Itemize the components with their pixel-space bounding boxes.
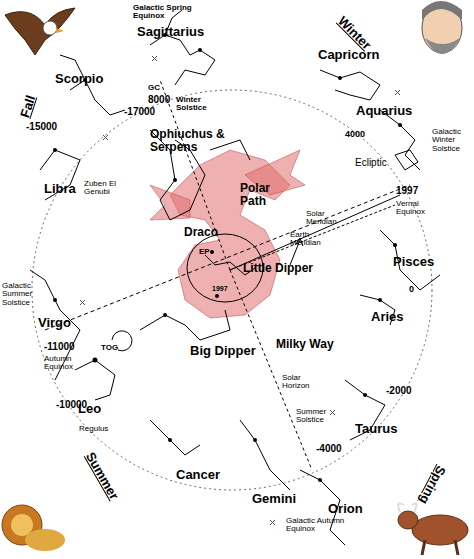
chart-label: Galactic Spring Equinox xyxy=(133,4,195,21)
reference-lines xyxy=(45,80,410,470)
chart-label: Cancer xyxy=(176,468,220,482)
chart-label: Fall xyxy=(18,94,38,120)
chart-label: Sagittarius xyxy=(137,25,204,39)
chart-label: -11000 xyxy=(44,342,75,353)
chart-label: 1997 xyxy=(396,186,418,197)
chart-label: TOG xyxy=(101,344,118,352)
chart-label: -17000 xyxy=(124,107,155,118)
chart-label: Vernal Equinox xyxy=(396,200,446,217)
chart-label: Summer Solstice xyxy=(296,408,346,425)
dragon-figure xyxy=(150,150,305,318)
star-dots xyxy=(53,33,402,482)
chart-label: Draco xyxy=(184,226,218,239)
chart-label: Regulus xyxy=(79,425,108,433)
chart-label: 8000 xyxy=(148,95,170,106)
chart-label: Orion xyxy=(328,502,363,516)
chart-label: EP xyxy=(199,248,210,256)
chart-label: Solar Meridian xyxy=(306,210,348,227)
chart-label: GC xyxy=(148,84,160,92)
chart-label: Taurus xyxy=(355,422,397,436)
eagle-illustration xyxy=(5,8,75,55)
tick-marks xyxy=(80,56,400,525)
chart-label: Milky Way xyxy=(276,338,334,351)
chart-label: Winter xyxy=(335,14,373,52)
chart-label: Libra xyxy=(44,182,76,196)
chart-label: Scorpio xyxy=(55,72,103,86)
chart-label: 0 xyxy=(409,285,414,294)
chart-label: Winter Solstice xyxy=(176,96,218,113)
chart-label: 4000 xyxy=(345,130,365,139)
chart-label: Polar Path xyxy=(240,182,280,207)
chart-label: 1997 xyxy=(212,285,228,292)
chart-label: Solar Horizon xyxy=(282,374,327,391)
ecliptic-circle xyxy=(32,90,432,490)
chart-label: Big Dipper xyxy=(190,344,256,358)
lion-illustration xyxy=(2,505,65,551)
chart-label: Capricorn xyxy=(318,48,379,62)
chart-label: Little Dipper xyxy=(243,262,313,275)
constellation-lines xyxy=(30,10,440,545)
chart-label: Galactic Summer Solstice xyxy=(2,282,48,307)
chart-label: Earth Meridian xyxy=(290,231,332,248)
chart-label: Gemini xyxy=(252,492,296,506)
chart-label: -15000 xyxy=(26,122,57,133)
chart-label: Pisces xyxy=(393,255,434,269)
chart-label: Leo xyxy=(78,402,101,416)
chart-label: -4000 xyxy=(316,444,342,455)
chart-label: Ecliptic xyxy=(355,158,387,169)
chart-label: Ophiuchus & Serpens xyxy=(150,128,225,153)
chart-label: Aries xyxy=(371,310,404,324)
chart-label: Summer xyxy=(83,450,121,502)
chart-label: Virgo xyxy=(38,316,71,330)
chart-label: Spring xyxy=(417,464,448,507)
chart-label: Galactic Autumn Equinox xyxy=(286,517,348,534)
man-illustration xyxy=(422,1,462,54)
chart-label: -2000 xyxy=(386,386,412,397)
chart-label: Aquarius xyxy=(356,104,412,118)
chart-label: Autumn Equinox xyxy=(44,355,90,372)
bull-illustration xyxy=(398,504,468,555)
chart-label: Galactic Winter Solstice xyxy=(432,128,474,153)
chart-label: Zuben El Genubi xyxy=(84,180,128,197)
